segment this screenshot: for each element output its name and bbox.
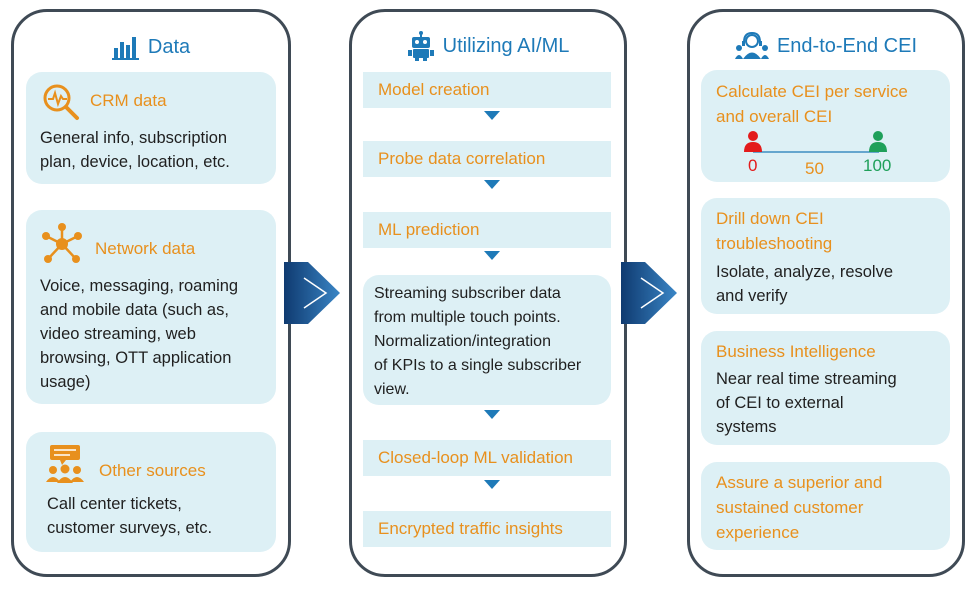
assure-experience-box: Assure a superior and sustained customer… [701, 462, 950, 550]
chevron-right-icon [621, 262, 677, 324]
drill-down-title: Drill down CEI troubleshooting [716, 206, 832, 256]
robot-icon [407, 31, 434, 61]
bi-text-line: systems [716, 418, 777, 436]
bi-text-line: Near real time streaming [716, 370, 897, 388]
network-text-line: Voice, messaging, roaming [40, 277, 239, 295]
drill-text-line: Isolate, analyze, resolve [716, 263, 894, 281]
streaming-text-line: Streaming subscriber data [374, 285, 561, 302]
network-data-text: Voice, messaging, roaming and mobile dat… [40, 274, 238, 394]
network-data-title: Network data [95, 239, 196, 258]
network-hub-icon [42, 223, 82, 263]
other-text-line: customer surveys, etc. [47, 519, 213, 537]
drill-title-line: Drill down CEI [716, 209, 824, 228]
step-model-creation: Model creation [363, 72, 611, 108]
network-text-line: usage) [40, 373, 91, 391]
step-probe-data-correlation: Probe data correlation [363, 141, 611, 177]
calc-title-line: Calculate CEI per service [716, 82, 908, 101]
network-text-line: and mobile data (such as, [40, 301, 229, 319]
crm-text-line: plan, device, location, etc. [40, 153, 230, 171]
network-data-box: Network data Voice, messaging, roaming a… [26, 210, 276, 404]
drill-down-box: Drill down CEI troubleshooting Isolate, … [701, 198, 950, 314]
call-center-icon [46, 445, 84, 483]
business-intelligence-text: Near real time streaming of CEI to exter… [716, 367, 897, 439]
scale-label-100: 100 [863, 156, 892, 175]
business-intelligence-box: Business Intelligence Near real time str… [701, 331, 950, 445]
streaming-text-line: Normalization/integration [374, 333, 551, 350]
step-ml-prediction: ML prediction [363, 212, 611, 248]
drill-down-text: Isolate, analyze, resolve and verify [716, 260, 893, 308]
other-sources-box: Other sources Call center tickets, custo… [26, 432, 276, 552]
network-text-line: video streaming, web [40, 325, 196, 343]
crm-text-line: General info, subscription [40, 129, 228, 147]
cei-panel-title: End-to-End CEI [776, 34, 918, 57]
assure-experience-title: Assure a superior and sustained customer… [716, 470, 882, 545]
streaming-box: Streaming subscriber data from multiple … [363, 275, 611, 405]
data-panel: Data CRM data General info, subscription… [11, 9, 291, 577]
step-encrypted-traffic-insights: Encrypted traffic insights [363, 511, 611, 547]
magnifier-pulse-icon [43, 84, 79, 120]
bar-chart-icon [111, 37, 139, 60]
other-sources-text: Call center tickets, customer surveys, e… [47, 492, 212, 540]
streaming-text: Streaming subscriber data from multiple … [374, 282, 581, 402]
chevron-right-icon [284, 262, 340, 324]
data-panel-header: Data [14, 34, 288, 60]
calculate-cei-box: Calculate CEI per service and overall CE… [701, 70, 950, 182]
streaming-text-line: of KPIs to a single subscriber [374, 357, 582, 374]
data-panel-title: Data [147, 35, 191, 58]
assure-title-line: experience [716, 523, 800, 542]
down-arrow-icon [484, 111, 500, 120]
cei-panel-header: End-to-End CEI [687, 32, 965, 60]
streaming-text-line: view. [374, 381, 410, 398]
crm-data-box: CRM data General info, subscription plan… [26, 72, 276, 184]
streaming-text-line: from multiple touch points. [374, 309, 561, 326]
other-text-line: Call center tickets, [47, 495, 182, 513]
cei-scale [744, 131, 887, 153]
down-arrow-icon [484, 180, 500, 189]
down-arrow-icon [484, 480, 500, 489]
business-intelligence-title: Business Intelligence [716, 342, 876, 361]
bi-text-line: of CEI to external [716, 394, 844, 412]
drill-title-line: troubleshooting [716, 234, 833, 253]
calc-title-line: and overall CEI [716, 107, 833, 126]
other-sources-title: Other sources [99, 461, 206, 480]
assure-title-line: sustained customer [716, 498, 864, 517]
down-arrow-icon [484, 251, 500, 260]
assure-title-line: Assure a superior and [716, 473, 883, 492]
network-text-line: browsing, OTT application [40, 349, 232, 367]
person-green-icon [869, 131, 887, 152]
drill-text-line: and verify [716, 287, 788, 305]
down-arrow-icon [484, 410, 500, 419]
crm-data-title: CRM data [90, 91, 167, 110]
scale-label-0: 0 [748, 156, 758, 175]
ai-ml-panel-header: Utilizing AI/ML [349, 31, 627, 61]
ai-ml-panel-title: Utilizing AI/ML [442, 34, 570, 57]
person-red-icon [744, 131, 762, 152]
customer-support-icon [734, 32, 769, 59]
calculate-cei-title: Calculate CEI per service and overall CE… [716, 79, 908, 129]
scale-label-50: 50 [805, 159, 824, 178]
crm-data-text: General info, subscription plan, device,… [40, 126, 230, 174]
step-closed-loop-validation: Closed-loop ML validation [363, 440, 611, 476]
